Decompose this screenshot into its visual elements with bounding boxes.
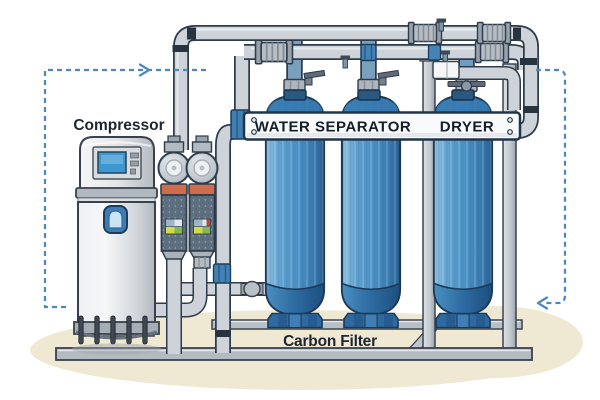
filter-indicator: [165, 218, 183, 235]
water-separator-label: WATER SEPARATOR: [255, 119, 411, 136]
inline-filters: [157, 135, 219, 269]
flange-coupling: [407, 21, 443, 45]
inline-filter-2: [185, 135, 219, 269]
separator-tank-1: [264, 69, 326, 329]
hex-nut: [193, 256, 211, 269]
mounting-bolts: [78, 315, 148, 345]
flow-path: [43, 63, 567, 310]
treatment-tanks: [264, 69, 494, 329]
lever-valve: [303, 69, 326, 86]
pin-valve: [436, 18, 446, 32]
compressor: [71, 136, 162, 355]
banner-rivet: [507, 117, 513, 123]
carbon-filter-label: Carbon Filter: [283, 333, 377, 350]
inline-fitting: [432, 50, 460, 80]
banner-rivet: [251, 117, 257, 123]
sight-window: [103, 205, 128, 234]
pin-valve: [340, 55, 350, 69]
panel-button: [130, 152, 139, 159]
filter-indicator: [193, 218, 211, 235]
lever-valve: [447, 80, 486, 92]
blue-sleeve-coupling: [212, 263, 232, 284]
control-panel: [92, 146, 142, 180]
flange-coupling: [254, 39, 294, 65]
banner-rivet: [251, 129, 257, 135]
flow-path-right: [536, 68, 567, 305]
separator-tank-2: [340, 69, 402, 329]
blue-sleeve-coupling: [360, 43, 377, 62]
ball-coupling: [240, 280, 264, 298]
piping: [144, 18, 539, 354]
banner-rivet: [507, 129, 513, 135]
inline-filter-1: [157, 135, 191, 260]
filter-band-orange: [160, 183, 188, 196]
flange-coupling: [474, 40, 510, 64]
dryer-label: DRYER: [440, 119, 494, 136]
flow-arrow-left-icon: [536, 296, 549, 310]
flange-coupling: [476, 21, 512, 45]
compressor-label: Compressor: [73, 117, 164, 134]
panel-button: [130, 168, 136, 175]
lever-valve: [377, 69, 400, 86]
filter-band-orange: [188, 183, 216, 196]
pipe-band: [187, 27, 196, 40]
flow-arrow-right-icon: [138, 63, 151, 77]
panel-button: [130, 160, 139, 167]
flow-path-left: [43, 68, 206, 309]
label-banner: WATER SEPARATOR DRYER: [242, 111, 522, 141]
